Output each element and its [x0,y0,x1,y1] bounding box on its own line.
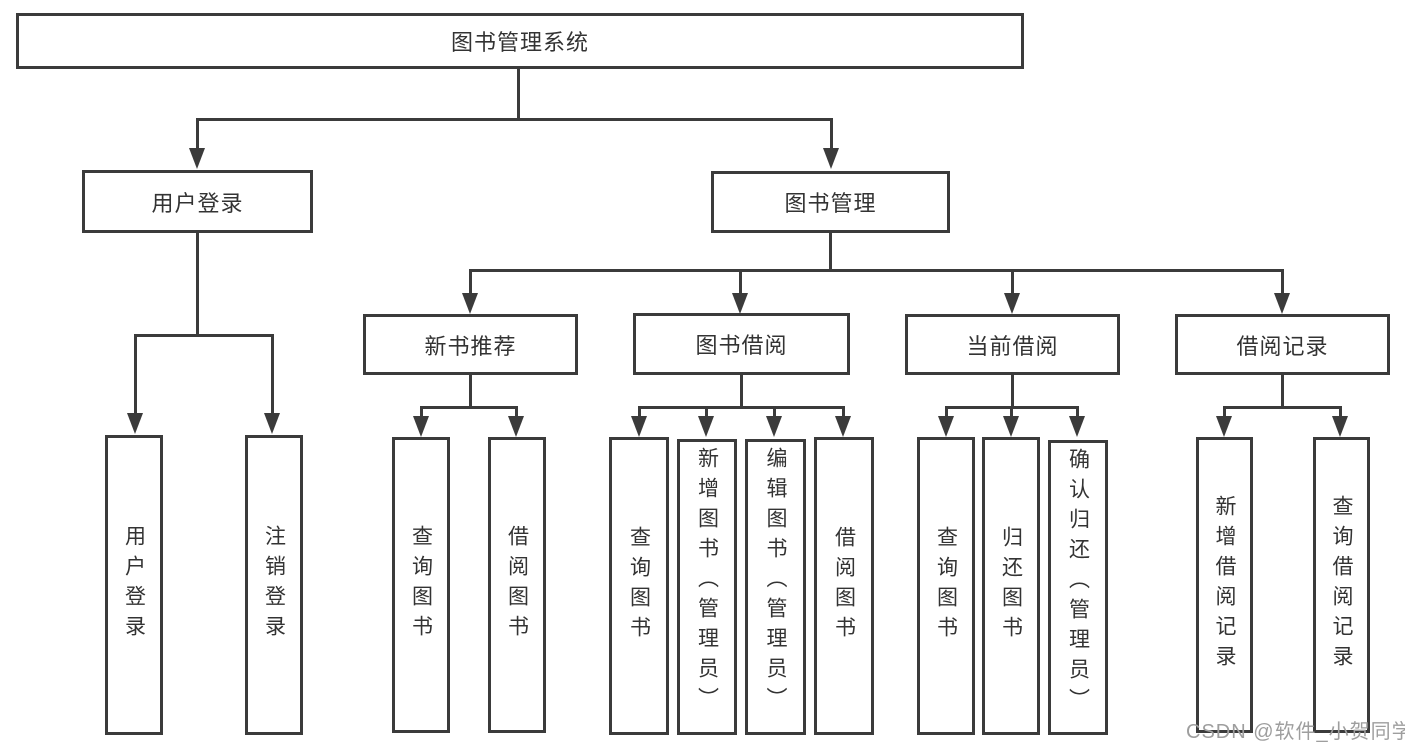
connector-records-left [1223,406,1226,418]
watermark: CSDN @软件_小贺同学 [1186,721,1405,743]
connector-current-2 [1010,406,1013,418]
leaf-add-books-admin: 新增图书（管理员） [677,439,737,735]
leaf-query-borrow-record-label: 查询借阅记录 [1330,495,1353,675]
arrow-down-icon [1216,416,1232,437]
connector-borrowing-4 [842,406,845,418]
connector-borrowing-stub [740,375,743,408]
arrow-down-icon [631,416,647,437]
connector-records-rail [1223,406,1342,409]
leaf-confirm-return-admin: 确认归还（管理员） [1048,440,1108,735]
arrow-down-icon [1004,293,1020,314]
connector-recommend-rail [420,406,518,409]
connector-user-login-stub [196,233,199,336]
leaf-add-borrow-record: 新增借阅记录 [1196,437,1253,733]
connector-records-right [1339,406,1342,418]
connector-current-1 [945,406,948,418]
connector-root-stub [517,69,520,120]
leaf-return-books: 归还图书 [982,437,1040,735]
arrow-down-icon [732,293,748,314]
arrow-down-icon [264,413,280,434]
connector-user-login-rail [134,334,274,337]
connector-borrowing-3 [773,406,776,418]
leaf-logout: 注销登录 [245,435,303,735]
connector-borrowing-rail [638,406,845,409]
leaf-confirm-return-admin-label: 确认归还（管理员） [1066,448,1090,718]
connector-to-new-book-recommendation [469,269,472,295]
node-new-book-recommendation: 新书推荐 [363,314,578,375]
connector-records-stub [1281,375,1284,408]
connector-to-user-login [196,118,199,150]
leaf-add-books-admin-label: 新增图书（管理员） [695,447,719,717]
leaf-user-login-label: 用户登录 [122,525,146,645]
arrow-down-icon [413,416,429,437]
connector-recommend-right [515,406,518,418]
arrow-down-icon [508,416,524,437]
arrow-down-icon [1069,416,1085,437]
leaf-return-books-label: 归还图书 [999,526,1023,646]
connector-borrowing-1 [638,406,641,418]
arrow-down-icon [698,416,714,437]
leaf-query-books-current-label: 查询图书 [934,526,958,646]
node-user-login: 用户登录 [82,170,313,233]
leaf-query-books-current: 查询图书 [917,437,975,735]
arrow-down-icon [127,413,143,434]
arrow-down-icon [766,416,782,437]
leaf-borrow-books-borrowing: 借阅图书 [814,437,874,735]
connector-to-current-borrowing [1011,269,1014,295]
leaf-query-books-borrowing: 查询图书 [609,437,669,735]
node-book-borrowing: 图书借阅 [633,313,850,375]
leaf-add-borrow-record-label: 新增借阅记录 [1213,495,1236,675]
leaf-borrow-books-borrowing-label: 借阅图书 [832,526,856,646]
leaf-query-books-recommend: 查询图书 [392,437,450,733]
connector-current-3 [1076,406,1079,418]
connector-to-leaf-logout [271,334,274,414]
leaf-borrow-books-recommend: 借阅图书 [488,437,546,733]
leaf-borrow-books-recommend-label: 借阅图书 [505,525,529,645]
leaf-user-login: 用户登录 [105,435,163,735]
arrow-down-icon [1332,416,1348,437]
connector-current-stub [1011,375,1014,408]
connector-to-leaf-user-login [134,334,137,414]
node-borrowing-records: 借阅记录 [1175,314,1390,375]
connector-to-borrowing-records [1281,269,1284,295]
leaf-edit-books-admin-label: 编辑图书（管理员） [764,447,787,717]
leaf-edit-books-admin: 编辑图书（管理员） [745,439,806,735]
node-current-borrowing: 当前借阅 [905,314,1120,375]
arrow-down-icon [835,416,851,437]
connector-recommend-left [420,406,423,418]
leaf-query-books-borrowing-label: 查询图书 [627,526,651,646]
node-library-management-system: 图书管理系统 [16,13,1024,69]
leaf-query-books-recommend-label: 查询图书 [409,525,433,645]
connector-level3-rail [469,269,1284,272]
connector-to-book-management [830,118,833,150]
node-book-management: 图书管理 [711,171,950,233]
connector-recommend-stub [469,375,472,408]
arrow-down-icon [1003,416,1019,437]
leaf-logout-label: 注销登录 [262,525,286,645]
leaf-query-borrow-record: 查询借阅记录 [1313,437,1370,733]
arrow-down-icon [938,416,954,437]
arrow-down-icon [189,148,205,169]
arrow-down-icon [1274,293,1290,314]
connector-borrowing-2 [705,406,708,418]
connector-to-book-borrowing [739,269,742,295]
arrow-down-icon [462,293,478,314]
connector-level2-rail [196,118,833,121]
connector-book-management-stub [829,233,832,272]
arrow-down-icon [823,148,839,169]
